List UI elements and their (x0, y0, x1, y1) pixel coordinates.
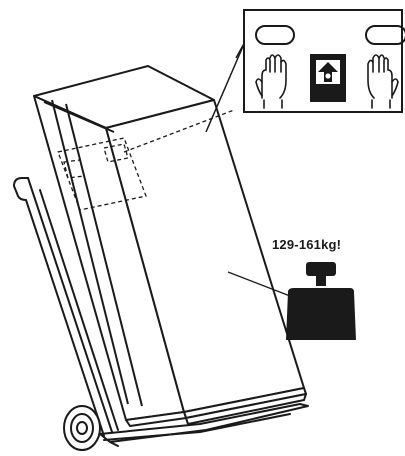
inset-connector (205, 39, 247, 133)
hand-hold-outline (57, 109, 235, 211)
right-hand-icon (367, 54, 399, 109)
up-arrow-icon (316, 60, 340, 84)
weight-leader-line (227, 271, 291, 297)
hand-placement-inset-icon (243, 9, 405, 113)
weight-icon (286, 262, 356, 340)
left-hand-icon (255, 54, 287, 109)
hand-truck-icon (13, 177, 309, 447)
refrigerator-icon (33, 65, 307, 427)
dolly-wheel-icon (63, 405, 101, 451)
weight-label: 129-161kg! (272, 237, 342, 252)
